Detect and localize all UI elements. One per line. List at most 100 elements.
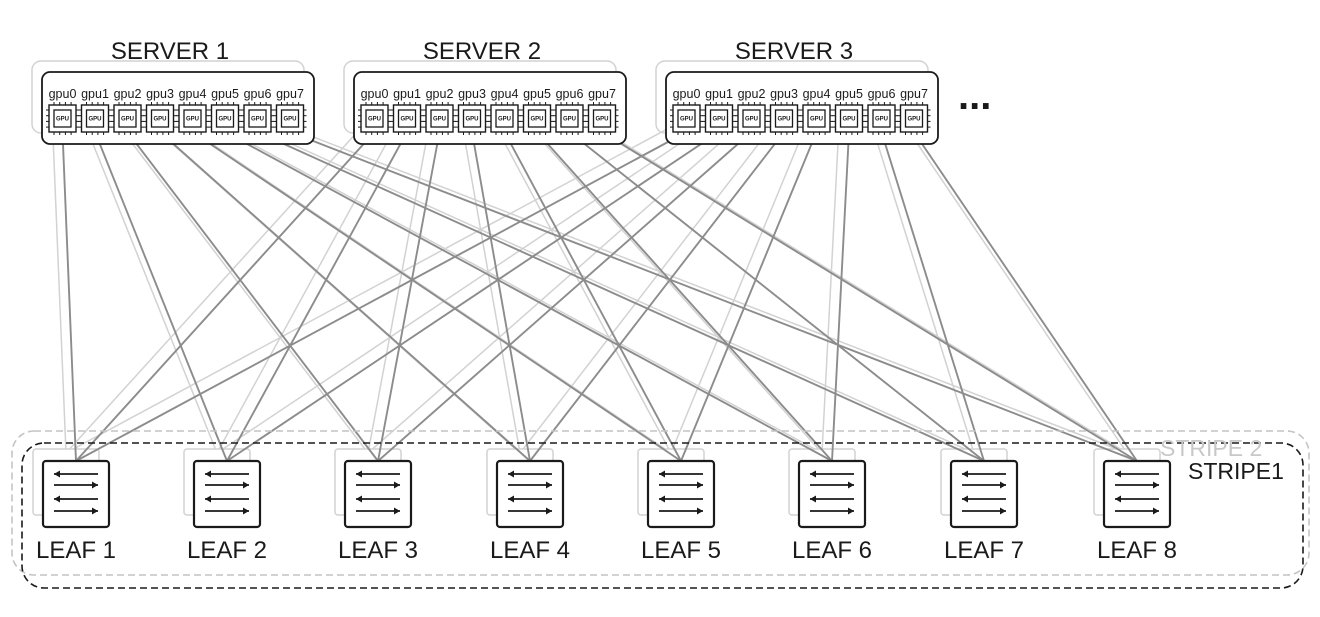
ghost-link [519,123,775,454]
switch-icon [41,459,111,529]
gpu-leaf-link [226,131,720,462]
ghost-link [247,123,975,454]
leaf-label: LEAF 3 [338,537,418,564]
server-title: SERVER 2 [423,38,541,65]
gpu-leaf-links [61,131,1138,462]
gpu-leaf-link [913,131,1138,462]
leaf-label: LEAF 7 [944,537,1024,564]
gpu-label: gpu4 [803,87,831,101]
gpu-label: gpu6 [556,87,584,101]
server-title: SERVER 3 [735,38,853,65]
ghost-link [182,123,672,454]
stripe1-label: STRIPE1 [1188,458,1284,484]
svg-text:GPU: GPU [368,117,381,123]
gpu-leaf-link [191,131,682,462]
more-servers-ellipsis: ... [958,74,991,118]
servers: SERVER 1gpu0GPUgpu1GPUgpu2GPUgpu3GPUgpu4… [41,38,939,145]
server: SERVER 3gpu0GPUgpu1GPUgpu2GPUgpu3GPUgpu4… [665,38,939,145]
gpu-label: gpu5 [523,87,551,101]
leaf-switch: LEAF 1 [36,459,116,564]
ghost-link [870,123,975,454]
svg-text:GPU: GPU [56,117,69,123]
gpu-label: gpu2 [426,87,454,101]
svg-text:GPU: GPU [465,117,478,123]
svg-text:GPU: GPU [563,117,576,123]
ghost-link [65,123,677,454]
gpu-leaf-link [224,131,833,462]
gpu-label: gpu4 [179,87,207,101]
gpu-label: gpu3 [770,87,798,101]
gpu-leaf-link [126,131,379,462]
svg-text:GPU: GPU [498,117,511,123]
gpu-label: gpu3 [146,87,174,101]
gpu-leaf-link [289,131,1138,462]
gpu-label: gpu1 [705,87,733,101]
gpu-leaf-link [529,131,785,462]
switch-icon [1102,459,1172,529]
svg-text:GPU: GPU [810,117,823,123]
gpu-leaf-link [75,131,687,462]
switch-icon [646,459,716,529]
svg-text:GPU: GPU [88,117,101,123]
gpu-label: gpu0 [673,87,701,101]
switch-icon [797,459,867,529]
leaf-switch: LEAF 3 [338,459,418,564]
stripe2-boundary [11,430,1310,576]
ghost-link [51,123,67,454]
svg-text:GPU: GPU [186,117,199,123]
server-title: SERVER 1 [111,38,229,65]
gpu-leaf-link [257,131,985,462]
gpu-leaf-link [503,131,682,462]
svg-text:GPU: GPU [712,117,725,123]
stripe2-label: STRIPE 2 [1160,435,1262,461]
leaf-label: LEAF 5 [641,537,721,564]
leaf-switch: LEAF 5 [641,459,721,564]
gpu-leaf-link [75,131,376,462]
leaf-switch: LEAF 7 [944,459,1024,564]
svg-text:GPU: GPU [400,117,413,123]
ghost-link [903,123,1128,454]
svg-text:GPU: GPU [842,117,855,123]
ghost-link [367,123,431,454]
stripe1-boundary [21,442,1304,589]
leaf-switch: LEAF 4 [490,459,570,564]
ghost-link [84,123,218,454]
svg-text:GPU: GPU [777,117,790,123]
ghost-link [591,123,1128,454]
gpu-leaf-link [226,131,408,462]
leaf-switch: LEAF 6 [792,459,872,564]
gpu-leaf-link [831,131,850,462]
gpu-leaf-link [880,131,985,462]
leaf-label: LEAF 8 [1097,537,1177,564]
gpu-leaf-link [377,131,753,462]
leaf-label: LEAF 6 [792,537,872,564]
ghost-link [279,123,1128,454]
gpu-leaf-link [377,131,441,462]
svg-text:GPU: GPU [745,117,758,123]
ghost-link [526,123,823,454]
gpu-leaf-link [159,131,531,462]
svg-text:GPU: GPU [433,117,446,123]
gpu-label: gpu1 [393,87,421,101]
gpu-label: gpu7 [900,87,928,101]
leaf-switch: LEAF 8 [1097,459,1177,564]
leaf-label: LEAF 4 [490,537,570,564]
